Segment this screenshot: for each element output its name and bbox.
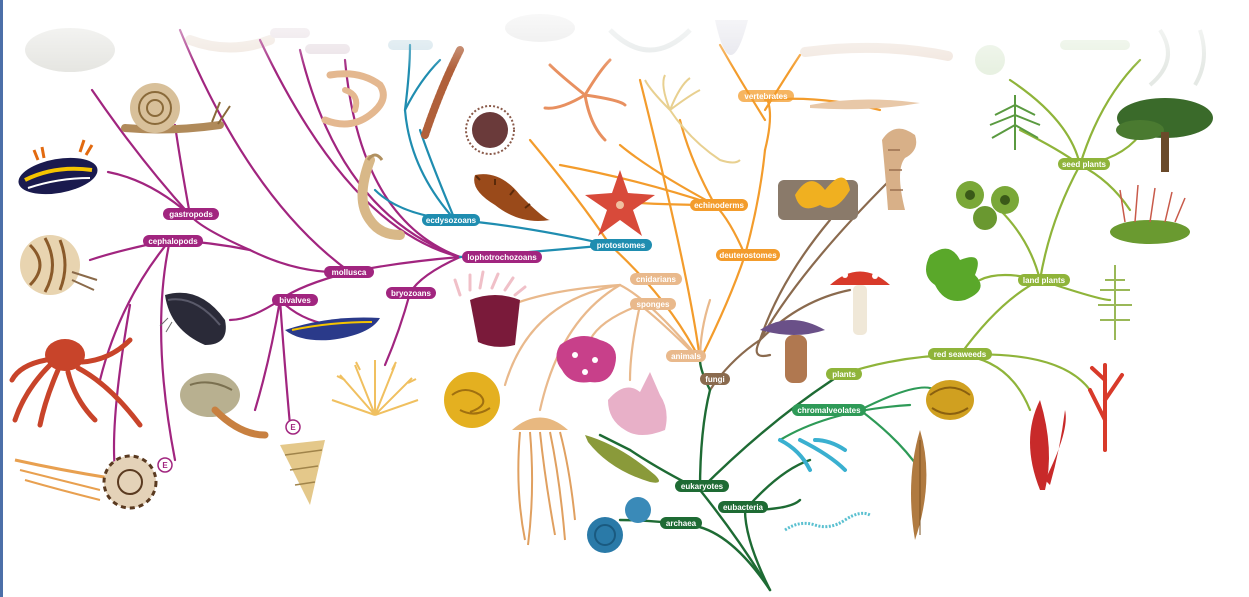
bracket-fungus-icon [882,129,916,210]
kelp-icon [911,430,926,540]
left-edge-bar [0,0,3,597]
horsetail-icon [1098,265,1132,340]
svg-text:fungi: fungi [705,375,725,384]
flatworm-icon [285,318,380,341]
moss-icon [1110,185,1190,244]
svg-text:echinoderms: echinoderms [694,201,744,210]
snail-icon [125,83,230,133]
segmented-worm-icon [425,50,460,135]
diatom-icon [926,380,974,420]
red-seaweed-branched-icon [1090,365,1122,450]
label-eukaryotes: eukaryotes [675,480,729,492]
tree-icon [1116,98,1213,172]
label-vertebrates: vertebrates [738,90,794,102]
label-sponges: sponges [630,298,676,310]
octopus-icon [12,339,140,425]
svg-text:bryozoans: bryozoans [391,289,432,298]
svg-text:chromalveolates: chromalveolates [797,406,861,415]
label-protostomes: protostomes [590,239,652,251]
bryozoan-icon [332,360,418,415]
svg-text:archaea: archaea [666,519,697,528]
yellow-fungus-icon [778,178,858,221]
label-mollusca: mollusca [324,266,374,278]
svg-text:bivalves: bivalves [279,296,311,305]
sea-cucumber-icon [474,174,550,221]
label-eubacteria: eubacteria [718,501,768,513]
label-cnidarians: cnidarians [630,273,682,285]
nudibranch-icon [16,140,101,200]
pink-sponge-icon [556,336,616,383]
svg-text:E: E [162,461,168,470]
label-cephalopods: cephalopods [143,235,203,247]
liverwort-icon [926,249,981,301]
label-echinoderms: echinoderms [690,199,748,211]
label-gastropods: gastropods [163,208,219,220]
ammonite-icon [15,456,156,508]
label-red-seaweeds: red seaweeds [928,348,992,360]
extinct-marker-2: E [286,420,300,434]
sea-urchin-icon [466,106,514,154]
whelk-icon [180,373,265,435]
spirochete-icon [785,513,870,530]
crinoid-icon [645,75,740,163]
svg-text:cnidarians: cnidarians [636,275,677,284]
svg-text:plants: plants [832,370,856,379]
lilac-sponge-icon [608,372,667,435]
brittle-star-icon [545,60,625,140]
svg-text:lophotrochozoans: lophotrochozoans [467,253,537,262]
fossil-cone-icon [280,440,325,505]
label-bryozoans: bryozoans [386,287,436,299]
label-lophotrochozoans: lophotrochozoans [462,251,542,263]
svg-text:eubacteria: eubacteria [723,503,764,512]
label-land-plants: land plants [1018,274,1070,286]
label-animals: animals [666,350,706,362]
red-seaweed-icon [1030,400,1066,490]
svg-text:protostomes: protostomes [597,241,646,250]
svg-text:deuterostomes: deuterostomes [719,251,777,260]
svg-text:vertebrates: vertebrates [744,92,788,101]
nautilus-icon [20,235,97,295]
label-fungi: fungi [700,373,730,385]
svg-text:cephalopods: cephalopods [148,237,198,246]
label-seed-plants: seed plants [1058,158,1110,170]
fly-agaric-icon [830,265,890,335]
label-deuterostomes: deuterostomes [716,249,780,261]
svg-text:animals: animals [671,352,701,361]
svg-text:ecdysozoans: ecdysozoans [426,216,477,225]
fern-icon [990,95,1040,150]
sea-anemone-icon [455,272,525,347]
brain-coral-icon [444,372,500,428]
mussel-icon [160,293,226,345]
label-ecdysozoans: ecdysozoans [422,214,480,226]
label-bivalves: bivalves [272,294,318,306]
label-plants: plants [826,368,862,380]
svg-text:sponges: sponges [637,300,670,309]
svg-text:eukaryotes: eukaryotes [681,482,724,491]
archaea-icon [587,497,651,553]
label-chromalveolates: chromalveolates [792,404,866,416]
euglena-icon [585,435,659,483]
svg-text:gastropods: gastropods [169,210,213,219]
bolete-icon [760,320,825,383]
extinct-marker-1: E [158,458,172,472]
label-archaea: archaea [660,517,702,529]
svg-text:E: E [290,423,296,432]
svg-text:land plants: land plants [1023,276,1066,285]
svg-text:seed plants: seed plants [1062,160,1107,169]
bacteria-chain-icon [780,440,845,470]
svg-text:red seaweeds: red seaweeds [934,350,987,359]
svg-text:mollusca: mollusca [332,268,367,277]
faded-top-organisms [25,14,1204,85]
jellyfish-icon [512,418,575,546]
lichen-icon [956,181,1019,230]
